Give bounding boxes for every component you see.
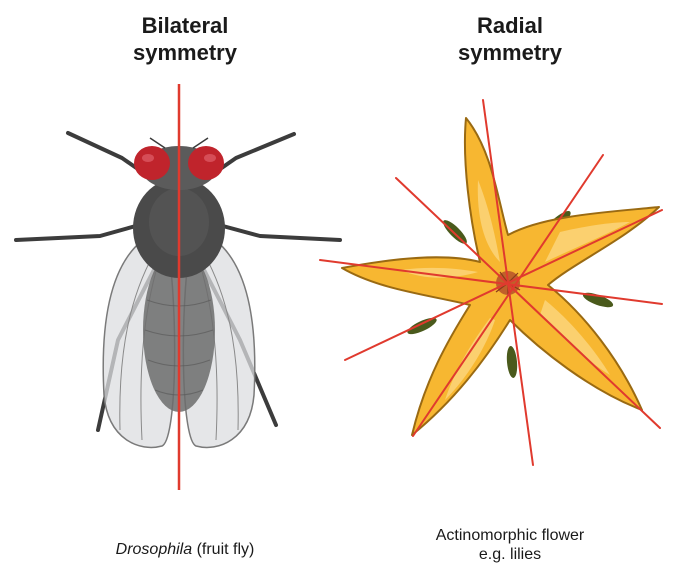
fly-left-eye xyxy=(134,146,170,180)
bilateral-caption-common: (fruit fly) xyxy=(192,541,254,558)
radial-caption: Actinomorphic flower e.g. lilies xyxy=(380,526,640,564)
radial-symmetry-axes xyxy=(320,100,662,465)
radial-caption-line2: e.g. lilies xyxy=(380,545,640,564)
radial-caption-line1: Actinomorphic flower xyxy=(380,526,640,545)
bilateral-caption-genus: Drosophila xyxy=(116,541,192,558)
fruit-fly-illustration xyxy=(16,84,340,490)
fly-right-eye xyxy=(188,146,224,180)
bilateral-caption: Drosophila (fruit fly) xyxy=(60,540,310,559)
flower-illustration xyxy=(320,100,662,465)
